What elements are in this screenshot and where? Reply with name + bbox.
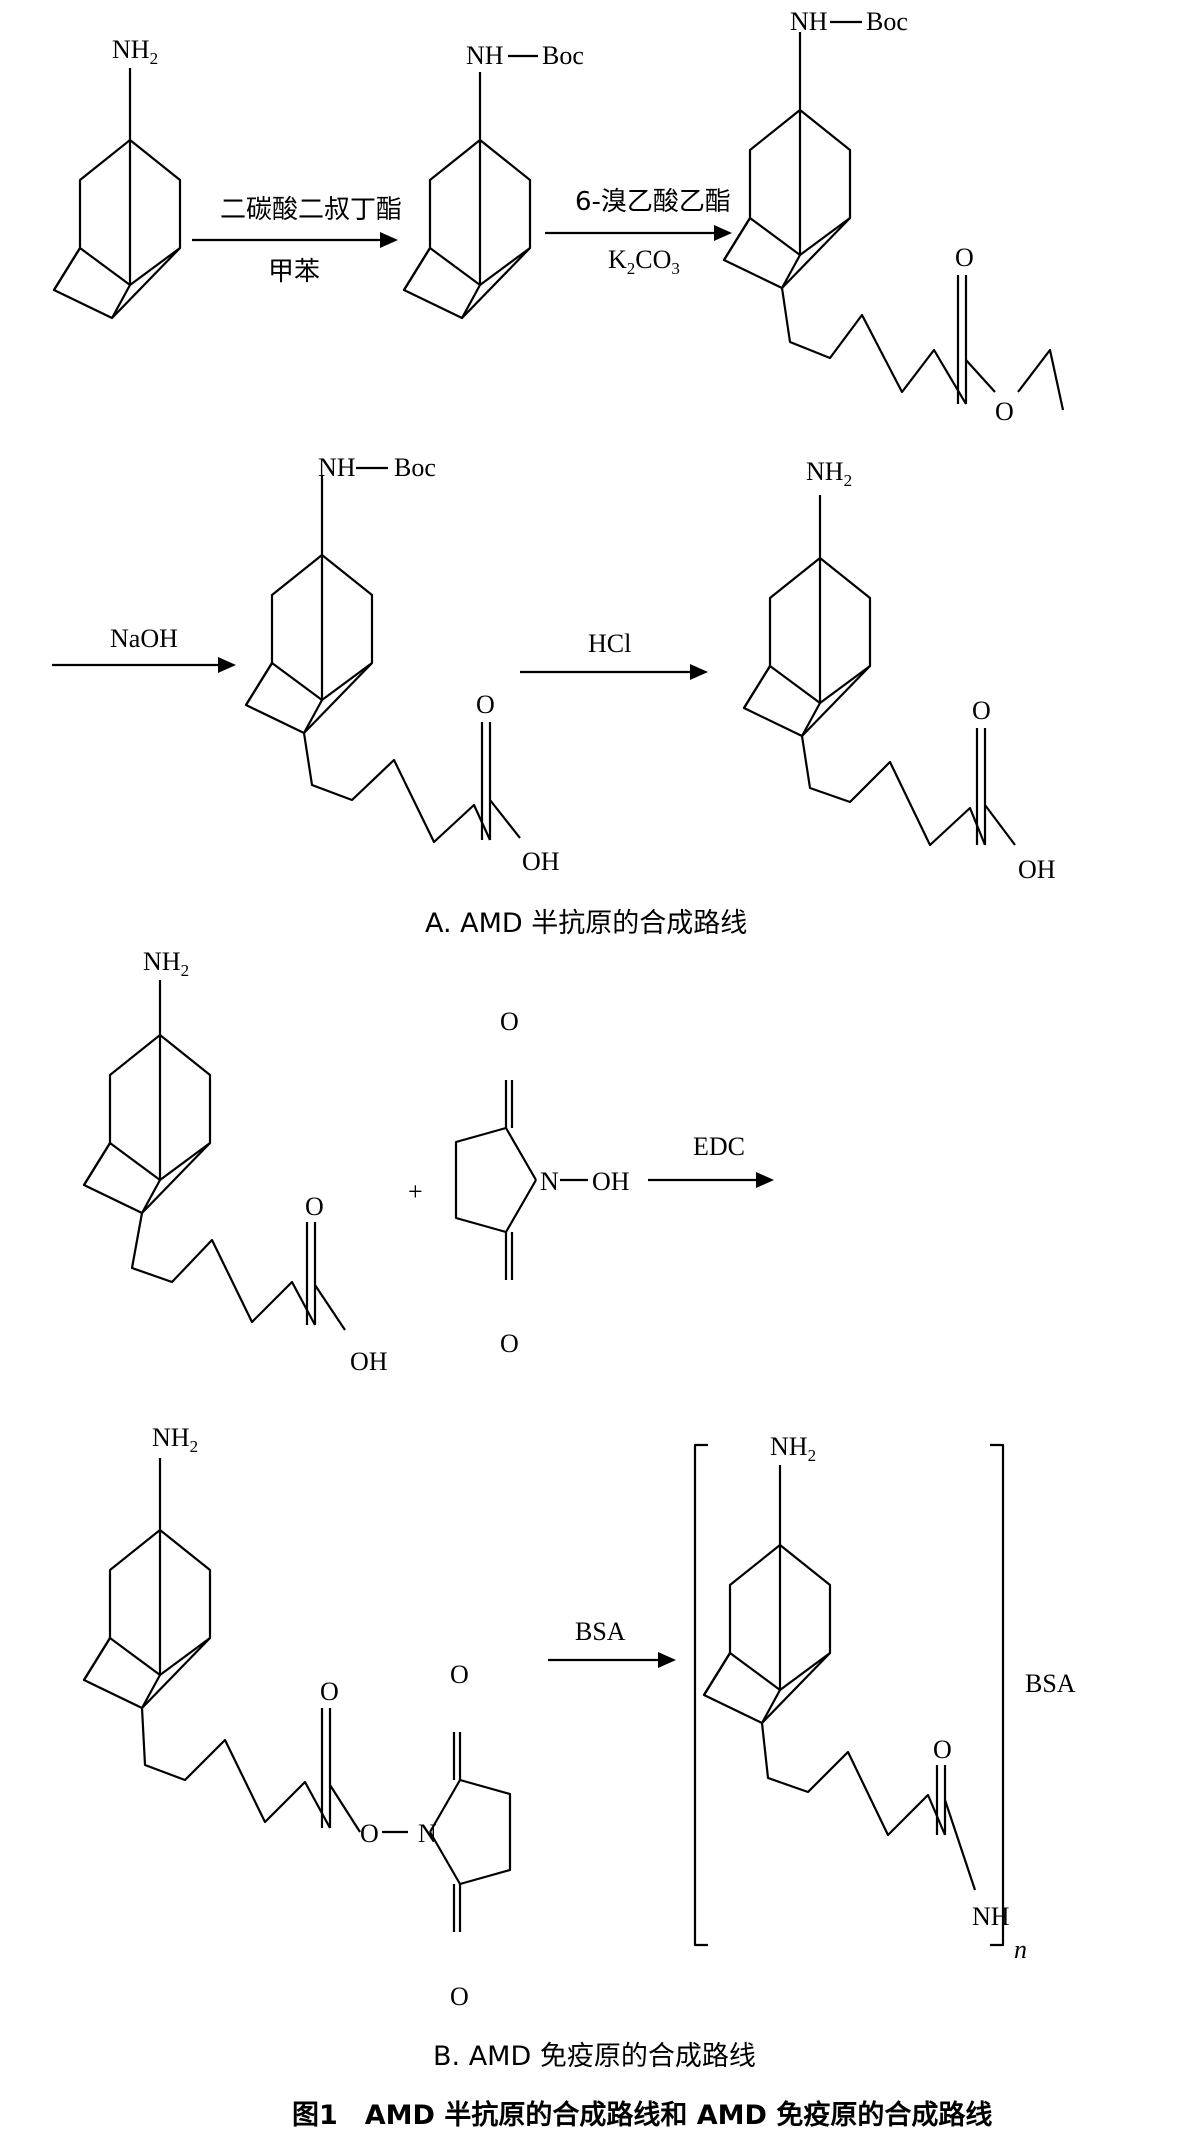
caption-section-b: B. AMD 免疫原的合成路线 [433, 2041, 756, 2072]
svg-text:N: N [418, 1819, 437, 1848]
boc-ethyl-ester-structure: NH Boc O O [722, 7, 1065, 426]
svg-text:O: O [476, 690, 495, 719]
amine-label: NH2 [152, 1423, 198, 1456]
reaction-arrow-alkylation: 6-溴乙酸乙酯 K2CO3 [545, 187, 732, 278]
svg-text:O: O [450, 1982, 469, 2011]
svg-text:O: O [320, 1677, 339, 1706]
svg-text:OH: OH [1018, 855, 1056, 884]
svg-text:Boc: Boc [866, 7, 908, 36]
amantadine-structure: NH2 [52, 35, 182, 320]
right-bracket [990, 1443, 1005, 1947]
svg-text:OH: OH [350, 1347, 388, 1376]
hapten-reactant-structure: NH2 O OH [82, 947, 388, 1376]
left-bracket [693, 1443, 708, 1947]
repeat-count-label: n [1014, 1935, 1027, 1964]
reagent-boc-anhydride: 二碳酸二叔丁酯 [220, 195, 402, 225]
nhs-ester-structure: NH2 O O N O O [82, 1423, 512, 2011]
reaction-arrow-edc-coupling: EDC [648, 1132, 774, 1188]
svg-text:O: O [972, 696, 991, 725]
amd-hapten-structure: NH2 O OH [742, 457, 1056, 884]
svg-text:O: O [305, 1192, 324, 1221]
amine-label: NH2 [770, 1432, 816, 1465]
caption-section-a: A. AMD 半抗原的合成路线 [425, 908, 747, 939]
svg-text:O: O [500, 1007, 519, 1036]
svg-text:O: O [360, 1819, 379, 1848]
amd-immunogen-structure: NH2 O NH BSA n [693, 1432, 1076, 1964]
n-hydroxysuccinimide-structure: N O O OH [454, 1007, 630, 1358]
svg-text:O: O [450, 1660, 469, 1689]
reaction-arrow-bsa-conjugation: BSA [548, 1617, 676, 1668]
svg-text:NH: NH [466, 41, 504, 70]
reagent-hcl: HCl [588, 629, 631, 658]
reaction-arrow-boc-protection: 二碳酸二叔丁酯 甲苯 [192, 195, 402, 287]
svg-text:O: O [933, 1735, 952, 1764]
reagent-potassium-carbonate: K2CO3 [608, 245, 680, 278]
amine-label: NH2 [112, 35, 158, 68]
reagent-ethyl-bromo-ester: 6-溴乙酸乙酯 [575, 187, 731, 217]
svg-text:O: O [955, 243, 974, 272]
svg-text:O: O [500, 1329, 519, 1358]
svg-text:NH: NH [972, 1902, 1010, 1931]
plus-sign: + [408, 1177, 423, 1206]
amine-label: NH2 [806, 457, 852, 490]
svg-text:N: N [540, 1167, 559, 1196]
boc-amantadine-structure: NH Boc [402, 41, 584, 320]
svg-text:O: O [995, 397, 1014, 426]
svg-text:Boc: Boc [394, 453, 436, 482]
amine-label: NH2 [143, 947, 189, 980]
svg-text:NH: NH [790, 7, 828, 36]
reaction-arrow-deprotection: HCl [520, 629, 708, 680]
figure-caption: 图1 AMD 半抗原的合成路线和 AMD 免疫原的合成路线 [292, 2099, 992, 2131]
reagent-edc: EDC [693, 1132, 745, 1161]
reagent-bsa: BSA [575, 1617, 626, 1646]
boc-acid-structure: NH Boc O OH [244, 453, 560, 876]
svg-text:OH: OH [522, 847, 560, 876]
svg-text:Boc: Boc [542, 41, 584, 70]
svg-text:OH: OH [592, 1167, 630, 1196]
reagent-naoh: NaOH [110, 624, 178, 653]
bsa-carrier-label: BSA [1025, 1669, 1076, 1698]
reagent-toluene: 甲苯 [268, 257, 320, 287]
svg-text:NH: NH [318, 453, 356, 482]
reaction-arrow-hydrolysis: NaOH [52, 624, 236, 673]
